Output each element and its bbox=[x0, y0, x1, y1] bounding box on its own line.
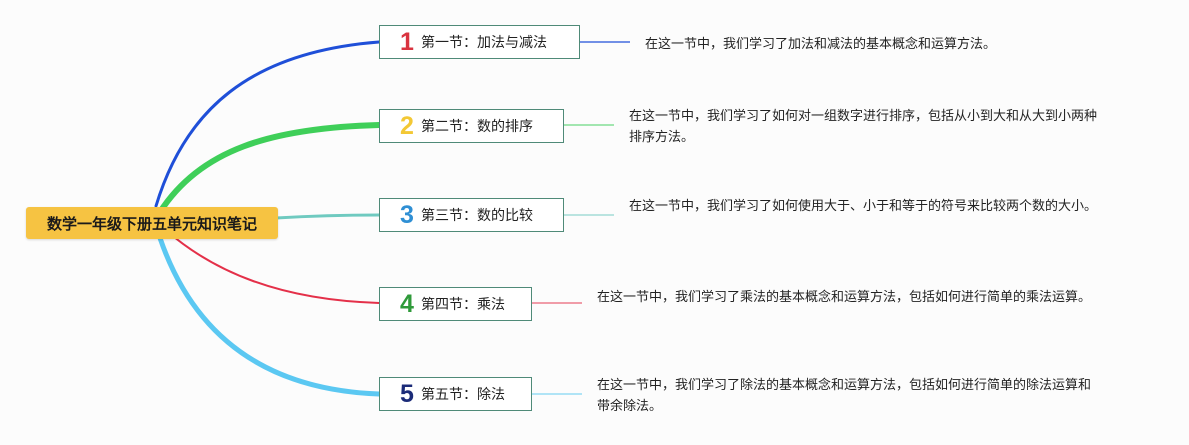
number-5-icon: 5 bbox=[400, 379, 414, 408]
topic-label: 第五节：除法 bbox=[421, 387, 505, 403]
topic-4[interactable]: 4 第四节：乘法 bbox=[379, 287, 532, 321]
number-1-icon: 1 bbox=[400, 27, 414, 56]
topic-label: 第四节：乘法 bbox=[421, 297, 505, 313]
topic-note-3: 在这一节中，我们学习了如何使用大于、小于和等于的符号来比较两个数的大小。 bbox=[629, 199, 1098, 214]
number-2-icon: 2 bbox=[400, 111, 414, 140]
branch-line-3 bbox=[274, 213, 381, 220]
topic-1[interactable]: 1 第一节：加法与减法 bbox=[379, 25, 580, 59]
central-topic[interactable]: 数学一年级下册五单元知识笔记 bbox=[26, 207, 278, 239]
topic-label: 第一节：加法与减法 bbox=[421, 35, 547, 51]
number-3-icon: 3 bbox=[400, 200, 414, 229]
number-4-icon: 4 bbox=[400, 289, 414, 318]
branch-line-2 bbox=[157, 122, 382, 215]
topic-note-2: 在这一节中，我们学习了如何对一组数字进行排序，包括从小到大和从大到小两种排序方法… bbox=[629, 109, 1098, 145]
topic-3[interactable]: 3 第三节：数的比较 bbox=[379, 198, 564, 232]
topic-note-1: 在这一节中，我们学习了加法和减法的基本概念和运算方法。 bbox=[645, 37, 997, 52]
topic-note-5: 在这一节中，我们学习了除法的基本概念和运算方法，包括如何进行简单的除法运算和带余… bbox=[597, 378, 1092, 414]
branch-line-1 bbox=[154, 40, 381, 208]
topic-note-4: 在这一节中，我们学习了乘法的基本概念和运算方法，包括如何进行简单的乘法运算。 bbox=[597, 290, 1092, 305]
topic-2[interactable]: 2 第二节：数的排序 bbox=[379, 109, 564, 143]
topic-label: 第三节：数的比较 bbox=[421, 208, 533, 224]
branch-line-4 bbox=[167, 231, 380, 304]
topic-5[interactable]: 5 第五节：除法 bbox=[379, 377, 532, 411]
branch-line-5 bbox=[157, 235, 382, 397]
topic-label: 第二节：数的排序 bbox=[421, 119, 533, 135]
